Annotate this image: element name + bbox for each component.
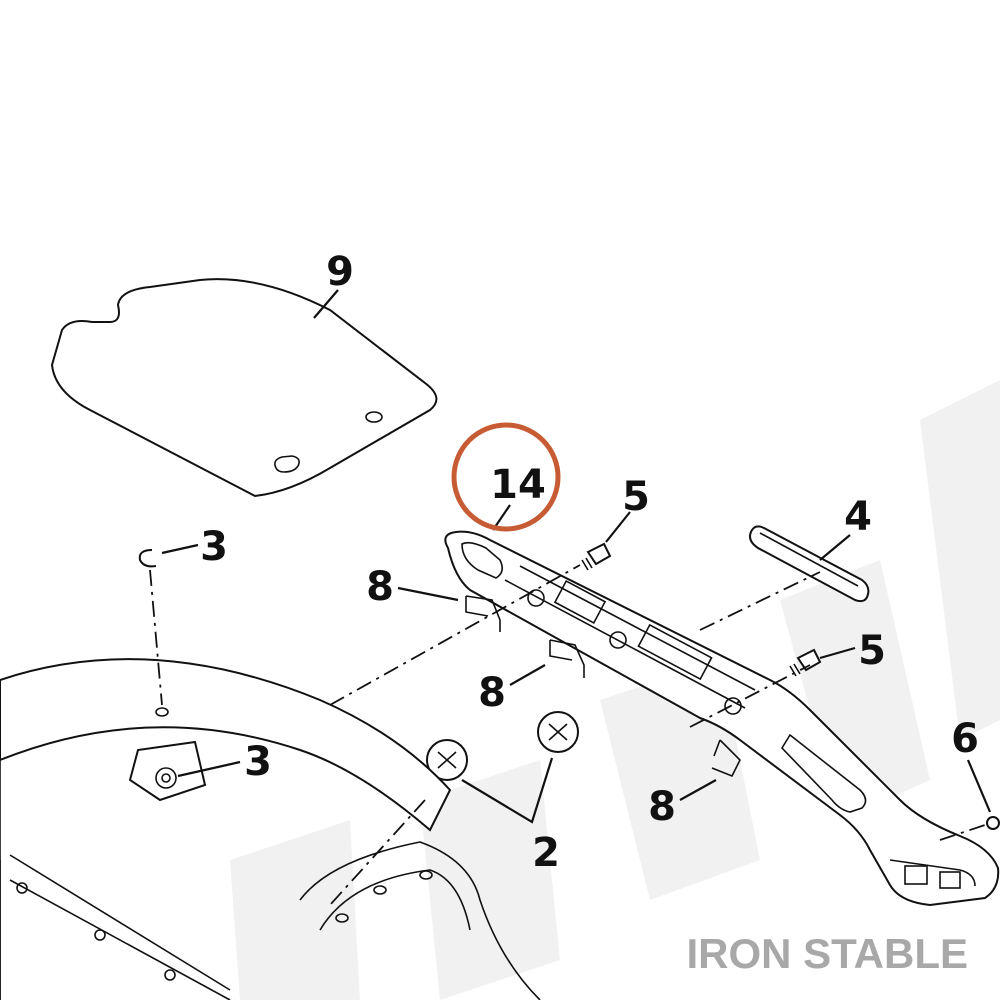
part-4-gasket bbox=[749, 525, 870, 603]
highlight-ring bbox=[451, 422, 561, 532]
part-8-clip-a bbox=[465, 595, 501, 632]
part-5-screw-lower bbox=[789, 648, 822, 677]
callout-4: 4 bbox=[844, 494, 872, 540]
callout-8-b: 8 bbox=[478, 670, 506, 716]
part-6-nut bbox=[986, 816, 1000, 830]
callout-2: 2 bbox=[532, 830, 560, 876]
callout-8-c: 8 bbox=[648, 784, 676, 830]
fender bbox=[0, 658, 541, 1000]
part-5-screw-upper bbox=[581, 542, 612, 571]
part-3-clip-lower bbox=[128, 740, 207, 802]
callout-14: 14 bbox=[490, 462, 546, 508]
background-watermark bbox=[230, 380, 1000, 1000]
part-8-clip-c bbox=[711, 739, 741, 778]
part-3-clip-upper bbox=[138, 549, 157, 568]
brand-watermark: IRON STABLE bbox=[686, 930, 968, 977]
callout-8-a: 8 bbox=[366, 564, 394, 610]
part-9-cover-plate bbox=[50, 278, 438, 498]
part-14-bracket bbox=[444, 530, 1000, 907]
part-8-clip-b bbox=[549, 639, 585, 678]
callout-9: 9 bbox=[326, 249, 354, 295]
callout-6: 6 bbox=[951, 716, 979, 762]
callout-5-upper: 5 bbox=[622, 474, 650, 520]
part-2-fastener-right bbox=[537, 711, 579, 753]
callout-3-lower: 3 bbox=[244, 739, 272, 785]
callouts: 9 14 5 4 3 8 5 8 6 3 8 2 bbox=[200, 249, 979, 876]
callout-3-upper: 3 bbox=[200, 524, 228, 570]
callout-5-lower: 5 bbox=[858, 628, 886, 674]
part-2-fastener-left bbox=[426, 739, 468, 781]
